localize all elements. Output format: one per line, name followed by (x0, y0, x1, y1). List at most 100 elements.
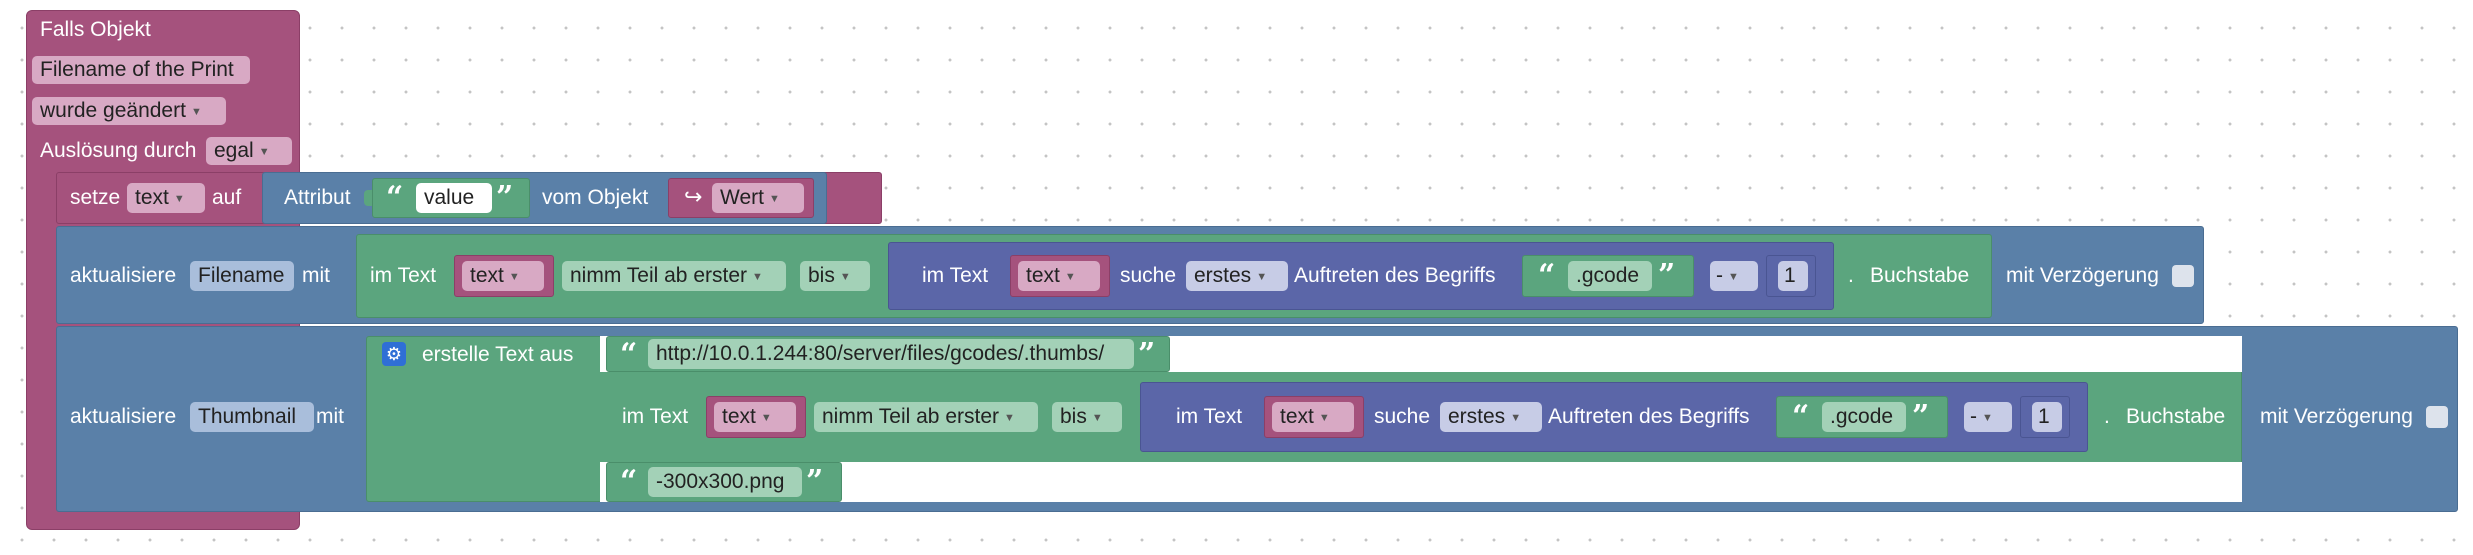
thumbnail-search-label: suche (1374, 405, 1431, 428)
thumbnail-occurrence-label: Auftreten des Begriffs (1548, 405, 1750, 428)
thumbnail-search-mode: erstes (1448, 405, 1506, 428)
filename-minus: - (1716, 264, 1723, 287)
update-thumbnail-with-label: mit (316, 405, 344, 428)
create-text-label: erstelle Text aus (422, 343, 574, 366)
thumbnail-dot: . (2104, 405, 2110, 428)
filename-take-part-value: nimm Teil ab erster (570, 264, 748, 287)
dropdown-arrow-icon: ▼ (1510, 412, 1522, 424)
dropdown-arrow-icon: ▼ (258, 146, 270, 158)
thumbnail-term-field[interactable]: .gcode (1822, 402, 1906, 432)
event-object-field[interactable]: Filename of the Print (32, 56, 250, 84)
filename-inner-text-variable-dropdown[interactable]: text ▼ (1018, 261, 1100, 291)
thumbnail-to-value: bis (1060, 405, 1087, 428)
event-source-dropdown[interactable]: egal ▼ (206, 137, 292, 165)
redirect-arrow-icon: ↪ (684, 184, 703, 209)
attribute-value: value (424, 186, 475, 209)
thumbnail-term: .gcode (1830, 405, 1894, 428)
dropdown-arrow-icon: ▼ (1256, 271, 1268, 283)
dropdown-arrow-icon: ▼ (768, 193, 780, 205)
update-thumbnail-target-value: Thumbnail (198, 405, 297, 428)
filename-take-part-dropdown[interactable]: nimm Teil ab erster ▼ (562, 261, 786, 291)
thumbnail-char-label: Buchstabe (2126, 405, 2226, 428)
suffix-slot (600, 462, 2242, 502)
quote-close-icon: ” (1138, 337, 1156, 372)
dropdown-arrow-icon: ▼ (1004, 412, 1015, 424)
thumbnail-in-text-label: im Text (622, 405, 689, 428)
filename-delay-label: mit Verzögerung (2006, 264, 2159, 287)
thumbnail-take-part-dropdown[interactable]: nimm Teil ab erster ▼ (814, 402, 1038, 432)
suffix-field[interactable]: -300x300.png (648, 467, 802, 497)
filename-to-value: bis (808, 264, 835, 287)
quote-open-icon: “ (620, 464, 638, 499)
quote-close-icon: ” (1912, 399, 1930, 434)
thumbnail-inner-text-variable: text (1280, 405, 1314, 428)
dropdown-arrow-icon: ▼ (508, 271, 520, 283)
filename-to-dropdown[interactable]: bis ▼ (800, 261, 870, 291)
filename-inner-in-text-label: im Text (922, 264, 989, 287)
update-filename-target-value: Filename (198, 264, 285, 287)
filename-text-variable-dropdown[interactable]: text ▼ (462, 261, 544, 291)
set-variable-dropdown[interactable]: text▼ (127, 183, 205, 213)
filename-term-field[interactable]: .gcode (1568, 261, 1652, 291)
filename-text-variable: text (470, 264, 504, 287)
dropdown-arrow-icon: ▼ (1064, 271, 1076, 283)
url-field[interactable]: http://10.0.1.244:80/server/files/gcodes… (648, 339, 1134, 369)
url-value: http://10.0.1.244:80/server/files/gcodes… (656, 342, 1105, 365)
set-label: setze (70, 186, 121, 209)
quote-close-icon: ” (806, 464, 824, 499)
event-source-label: Auslösung durch (40, 139, 197, 162)
dropdown-arrow-icon: ▼ (839, 271, 851, 283)
thumbnail-delay-label: mit Verzögerung (2260, 405, 2413, 428)
dropdown-arrow-icon: ▼ (1318, 412, 1330, 424)
thumbnail-number-field[interactable]: 1 (2032, 402, 2062, 432)
thumbnail-inner-text-variable-dropdown[interactable]: text ▼ (1272, 402, 1354, 432)
update-thumbnail-target[interactable]: Thumbnail (190, 402, 314, 432)
filename-term: .gcode (1576, 264, 1640, 287)
event-trigger-value: wurde geändert (40, 99, 186, 122)
set-to-label: auf (212, 186, 242, 209)
gear-icon[interactable]: ⚙ (382, 342, 406, 366)
dropdown-arrow-icon: ▼ (1091, 412, 1103, 424)
quote-open-icon: “ (1792, 399, 1810, 434)
object-value: Wert (720, 186, 764, 209)
thumbnail-text-variable-dropdown[interactable]: text▼ (714, 402, 796, 432)
quote-close-icon: ” (1658, 258, 1676, 293)
update-filename-target[interactable]: Filename (190, 261, 294, 291)
event-source-value: egal (214, 139, 254, 162)
filename-number: 1 (1784, 264, 1796, 287)
update-thumbnail-label: aktualisiere (70, 405, 177, 428)
dropdown-arrow-icon: ▼ (1982, 412, 1993, 424)
event-trigger-dropdown[interactable]: wurde geändert▼ (32, 97, 226, 125)
filename-search-mode-dropdown[interactable]: erstes ▼ (1186, 261, 1288, 291)
set-variable-name: text (135, 186, 169, 209)
attribute-label: Attribut (284, 186, 351, 209)
attribute-connector (364, 190, 374, 206)
thumbnail-to-dropdown[interactable]: bis ▼ (1052, 402, 1122, 432)
from-object-label: vom Objekt (542, 186, 649, 209)
thumbnail-inner-in-text-label: im Text (1176, 405, 1243, 428)
attribute-value-field[interactable]: value (416, 183, 492, 213)
quote-open-icon: “ (620, 337, 638, 372)
filename-delay-checkbox[interactable] (2172, 265, 2194, 287)
dropdown-arrow-icon: ▼ (1728, 271, 1739, 283)
object-value-dropdown[interactable]: Wert ▼ (712, 183, 804, 213)
quote-open-icon: “ (1538, 258, 1556, 293)
thumbnail-minus-dropdown[interactable]: -▼ (1964, 402, 2012, 432)
thumbnail-text-variable: text (722, 405, 756, 428)
event-object-name: Filename of the Print (40, 58, 234, 81)
suffix-value: -300x300.png (656, 470, 785, 493)
thumbnail-delay-checkbox[interactable] (2426, 406, 2448, 428)
filename-search-mode: erstes (1194, 264, 1252, 287)
filename-minus-dropdown[interactable]: -▼ (1710, 261, 1758, 291)
filename-occurrence-label: Auftreten des Begriffs (1294, 264, 1496, 287)
event-title: Falls Objekt (40, 18, 151, 41)
dropdown-arrow-icon: ▼ (752, 271, 763, 283)
thumbnail-number: 1 (2038, 405, 2050, 428)
filename-inner-text-variable: text (1026, 264, 1060, 287)
thumbnail-search-mode-dropdown[interactable]: erstes ▼ (1440, 402, 1542, 432)
filename-char-label: Buchstabe (1870, 264, 1970, 287)
filename-in-text-label: im Text (370, 264, 437, 287)
filename-number-field[interactable]: 1 (1778, 261, 1808, 291)
thumbnail-take-part-value: nimm Teil ab erster (822, 405, 1000, 428)
filename-search-label: suche (1120, 264, 1177, 287)
